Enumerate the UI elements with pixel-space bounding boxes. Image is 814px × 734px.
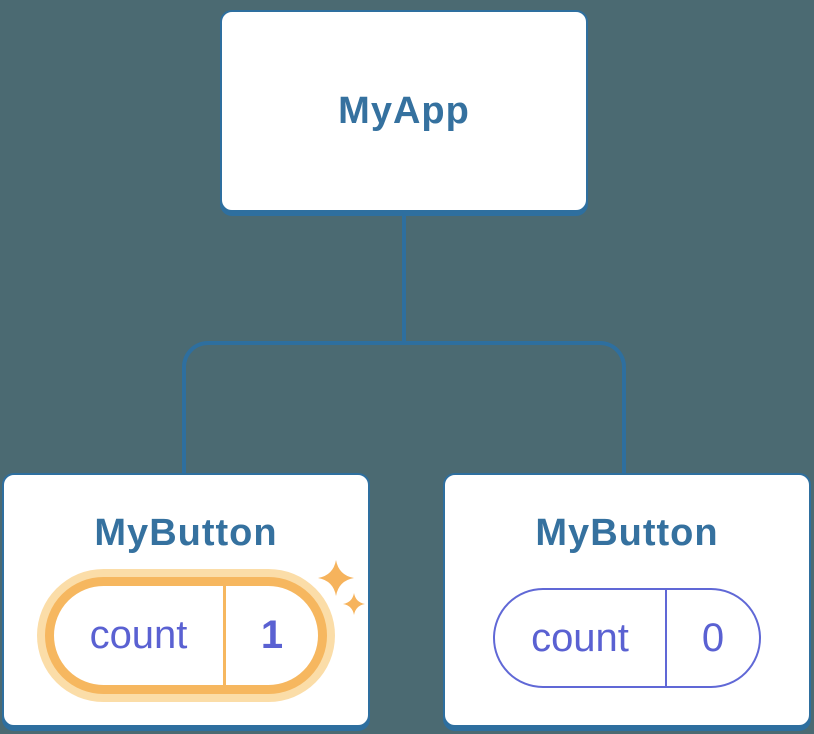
node-mybutton-right: MyButton count 0 xyxy=(443,473,811,727)
connector-branch-bracket xyxy=(182,341,626,474)
connector-root-stem xyxy=(402,211,406,344)
state-key-label: count xyxy=(531,615,629,660)
node-mybutton-left-title: MyButton xyxy=(94,512,278,554)
state-pill: count 0 xyxy=(493,588,761,688)
node-myapp: MyApp xyxy=(220,10,588,212)
sparkle-icon xyxy=(318,560,354,596)
state-key-label: count xyxy=(89,613,188,657)
state-value: 0 xyxy=(665,590,759,686)
state-pill-highlighted: count 1 xyxy=(45,560,365,694)
node-mybutton-left: MyButton count 1 xyxy=(2,473,370,727)
state-value: 1 xyxy=(223,586,318,685)
state-pill-plain: count 0 xyxy=(493,588,761,688)
state-pill: count 1 xyxy=(45,577,327,694)
node-mybutton-right-title: MyButton xyxy=(535,512,719,554)
node-myapp-title: MyApp xyxy=(338,90,470,132)
sparkle-icon xyxy=(343,593,365,615)
